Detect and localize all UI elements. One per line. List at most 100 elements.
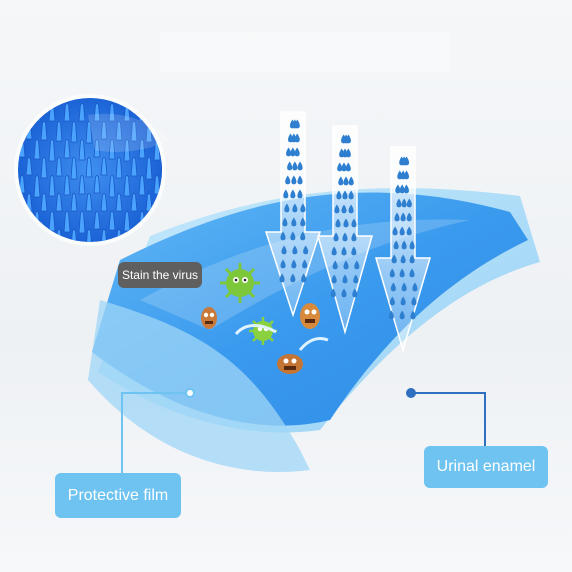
bristle <box>55 121 63 142</box>
droplet-icon <box>391 254 397 264</box>
bristle <box>85 193 93 212</box>
bristle <box>40 157 48 179</box>
droplet-icon <box>302 259 308 269</box>
droplet-icon <box>403 170 410 180</box>
droplet-icon <box>290 273 296 283</box>
bristle <box>145 193 153 212</box>
bristle <box>108 103 116 122</box>
droplet-icon <box>394 212 400 222</box>
bristle <box>93 211 101 230</box>
bristle <box>55 157 63 177</box>
droplet-icon <box>294 147 300 157</box>
droplet-icon <box>280 231 286 241</box>
droplet-icon <box>406 198 412 208</box>
droplet-icon <box>403 184 409 194</box>
bristle <box>85 121 93 144</box>
bristle <box>48 139 56 162</box>
droplet-icon <box>348 204 354 214</box>
droplet-icon <box>290 147 296 157</box>
droplet-icon <box>348 176 354 186</box>
virus-orange-1-icon <box>201 307 217 329</box>
droplet-icon <box>343 218 349 228</box>
bristle <box>138 139 146 159</box>
bristle <box>63 139 71 159</box>
droplet-icon <box>291 175 297 185</box>
bristle <box>115 193 123 212</box>
bristle <box>63 175 71 196</box>
droplet-icon <box>303 245 309 255</box>
droplet-icon <box>334 204 340 214</box>
bristle <box>40 193 48 212</box>
bristle <box>108 211 116 231</box>
droplet-icon <box>388 310 394 320</box>
droplet-icon <box>285 175 291 185</box>
droplet-icon <box>396 198 402 208</box>
droplet-icon <box>410 310 416 320</box>
droplet-icon <box>342 190 348 200</box>
water-splash <box>234 324 277 336</box>
droplet-icon <box>338 176 344 186</box>
bristle <box>78 175 86 195</box>
protective-film-label: Protective film <box>55 473 181 518</box>
water-droplets <box>279 119 418 320</box>
bristle <box>153 211 161 234</box>
droplet-icon <box>333 232 339 242</box>
virus-orange-3-icon <box>277 354 303 374</box>
virus-green-large-icon <box>220 263 260 303</box>
droplet-icon <box>300 231 306 241</box>
bristle <box>78 103 86 122</box>
watermark-band <box>160 32 450 72</box>
droplet-icon <box>406 212 412 222</box>
bristle <box>48 175 56 197</box>
bristle <box>100 193 108 212</box>
front-film-layer <box>88 300 310 472</box>
droplet-icon <box>292 203 298 213</box>
bristle <box>145 157 153 180</box>
droplet-icon <box>403 156 410 166</box>
droplet-icon <box>409 240 415 250</box>
droplet-icon <box>411 296 417 306</box>
droplet-icon <box>331 274 337 284</box>
droplet-icon <box>341 162 347 172</box>
droplet-icon <box>330 288 336 298</box>
droplet-icon <box>297 161 303 171</box>
bristle <box>160 193 162 212</box>
droplet-icon <box>351 232 357 242</box>
droplet-icon <box>335 218 341 228</box>
droplet-icon <box>348 190 354 200</box>
droplet-icon <box>351 246 357 256</box>
droplet-icon <box>409 254 415 264</box>
connector-enamel <box>406 388 486 446</box>
bristle <box>25 229 33 242</box>
droplet-icon <box>294 133 300 143</box>
droplet-icon <box>393 240 399 250</box>
droplet-icon <box>406 226 412 236</box>
bristle <box>48 211 56 232</box>
bristle <box>100 157 108 176</box>
virus-orange-2-icon <box>300 303 320 329</box>
bristle <box>70 157 78 180</box>
bristle <box>130 121 138 142</box>
droplet-icon <box>287 161 293 171</box>
bristle <box>153 103 161 122</box>
droplet-icon <box>342 274 348 284</box>
droplet-icon <box>345 162 351 172</box>
bristle <box>78 139 86 161</box>
droplet-icon <box>400 212 406 222</box>
droplet-icon <box>392 226 398 236</box>
droplet-icon <box>297 189 303 199</box>
bristle <box>33 175 41 198</box>
bristle <box>130 157 138 177</box>
droplet-icon <box>300 217 306 227</box>
droplet-icon <box>341 288 347 298</box>
droplet-icon <box>343 260 349 270</box>
droplet-icon <box>284 203 290 213</box>
bristle <box>18 211 26 230</box>
bristle <box>78 211 86 234</box>
water-arrow-2 <box>317 125 373 335</box>
virus-label: Stain the virus <box>118 262 202 288</box>
bristle <box>93 103 101 122</box>
bristle <box>93 175 101 194</box>
